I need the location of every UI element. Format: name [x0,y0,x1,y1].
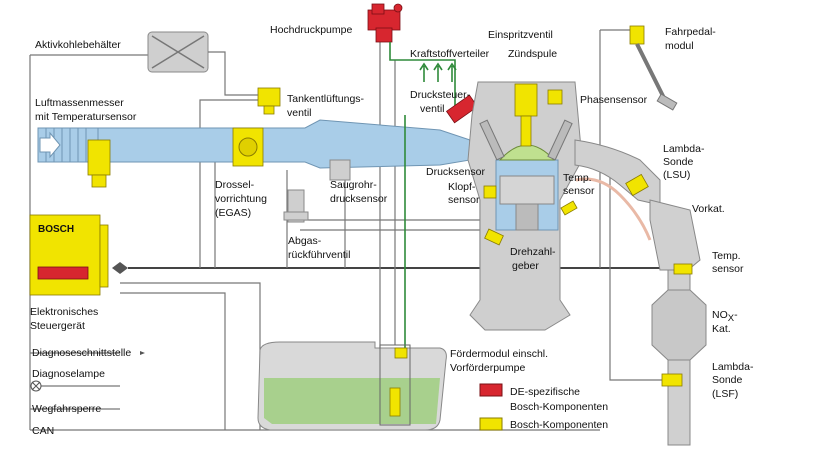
label-lambda-lsf-2: Sonde [712,374,743,386]
label-drosselvorrichtung-2: vorrichtung [215,193,267,205]
exhaust-system [574,139,707,446]
label-lambda-lsf-3: (LSF) [712,388,738,400]
label-luftmassenmesser-1: Luftmassenmesser [35,97,124,109]
label-steuergeraet-2: Steuergerät [30,320,85,332]
label-drehzahlgeber-1: Drehzahl- [510,246,556,258]
label-drucksteuerventil-1: Drucksteuer- [410,89,471,101]
phase-sensor [547,89,563,105]
label-diagnoseschnittstelle: Diagnoseschnittstelle [32,347,131,359]
lambda-sensor-lsu [625,173,649,197]
label-fahrpedalmodul-1: Fahrpedal- [665,26,716,38]
label-nox-kat: NOX- [712,309,738,324]
label-foerdermodul-1: Fördermodul einschl. [450,348,548,360]
label-steuergeraet-1: Elektronisches [30,306,98,318]
fuel-rail [445,94,479,124]
coolant-temp-sensor [560,200,578,216]
label-drucksensor: Drucksensor [426,166,485,178]
label-temp-sensor-1-b: sensor [563,185,595,197]
label-kraftstoffverteiler: Kraftstoffverteiler [410,48,490,60]
tank-vent-valve [257,87,281,107]
label-aktivkohlebehaelter: Aktivkohlebehälter [35,39,121,51]
exhaust-temp-sensor [673,263,693,275]
label-luftmassenmesser-2: mit Temperatursensor [35,111,137,123]
label-fahrpedalmodul-2: modul [665,40,694,52]
lambda-sensor-lsf [661,373,683,387]
label-lambda-lsu-2: Sonde [663,156,694,168]
label-nox-kat-2: Kat. [712,323,731,335]
ecu-housing [29,214,101,296]
label-klopfsensor-2: sensor [448,194,480,206]
legend-yellow-label: Bosch-Komponenten [510,419,608,431]
ecu: BOSCH [29,214,128,296]
ignition-coil [514,83,538,117]
legend-red-swatch [479,383,503,397]
legend-red-label-1: DE-spezifische [510,386,580,398]
air-mass-meter [87,139,111,176]
air-flow-arrow-icon [39,131,61,159]
label-hochdruckpumpe: Hochdruckpumpe [270,24,352,36]
label-saugrohrdruck-2: drucksensor [330,193,388,205]
manifold-pressure-sensor [329,159,351,181]
label-lambda-lsf-1: Lambda- [712,361,754,373]
fuel-tank [257,341,447,431]
label-klopfsensor-1: Klopf- [448,181,476,193]
intake-pipe [97,119,471,169]
bus-arrow-right-icon [120,262,128,274]
label-phasensensor: Phasensensor [580,94,648,106]
legend: DE-spezifische Bosch-Komponenten Bosch-K… [479,383,608,431]
nox-catalyst [651,289,707,361]
ecu-brand-text: BOSCH [38,224,74,235]
intake-system [37,31,471,223]
labels: Hochdruckpumpe Aktivkohlebehälter Einspr… [30,24,754,437]
label-einspritzventil: Einspritzventil [488,29,553,41]
label-wegfahrsperre: Wegfahrsperre [32,403,101,415]
label-tankentlueftung-1: Tankentlüftungs- [287,93,365,105]
fuel-delivery-module [379,344,411,426]
label-tankentlueftung-2: ventil [287,107,312,119]
label-drosselvorrichtung-3: (EGAS) [215,207,251,219]
legend-red-label-2: Bosch-Komponenten [510,401,608,413]
label-can: CAN [32,425,54,437]
diag-interface-arrow-icon [140,351,145,355]
label-foerdermodul-2: Vorförderpumpe [450,362,525,374]
label-temp-sensor-2-a: Temp. [712,250,741,262]
engine [467,81,583,331]
knock-sensor [483,185,497,199]
label-temp-sensor-2-b: sensor [712,263,744,275]
label-saugrohrdruck-1: Saugrohr- [330,179,377,191]
label-drehzahlgeber-2: geber [512,260,539,272]
accelerator-pedal-module [629,25,678,111]
label-abgasrueckfuehr-2: rückführventil [288,249,350,261]
high-pressure-pump [367,3,403,43]
label-abgasrueckfuehr-1: Abgas- [288,235,322,247]
label-vorkat: Vorkat. [692,203,725,215]
label-lambda-lsu-3: (LSU) [663,169,690,181]
diagnostic-icons [30,351,145,392]
label-diagnoselampe: Diagnoselampe [32,368,105,380]
crankshaft-sensor [484,228,504,246]
label-drosselvorrichtung-1: Drossel- [215,179,255,191]
label-temp-sensor-1-a: Temp. [563,172,592,184]
label-lambda-lsu-1: Lambda- [663,143,705,155]
label-drucksteuerventil-2: ventil [420,103,445,115]
legend-yellow-swatch [479,417,503,431]
label-zuendspule: Zündspule [508,48,557,60]
bus-arrow-left-icon [112,262,120,274]
